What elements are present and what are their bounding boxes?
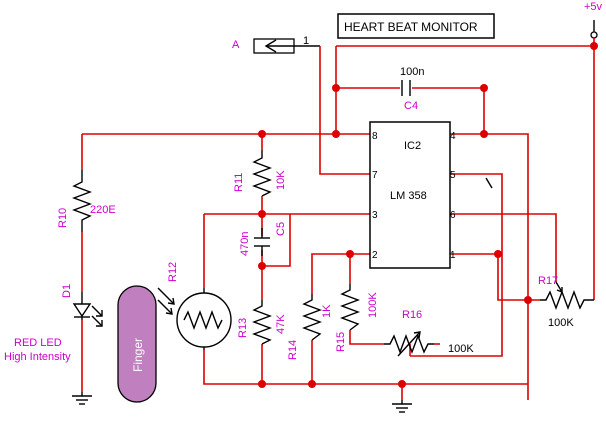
ic-part: LM 358 — [390, 190, 427, 202]
r17-ref: R17 — [538, 275, 558, 287]
capacitor-c5 — [254, 228, 270, 256]
ic-pin-8: 8 — [372, 131, 378, 142]
supply-terminal — [590, 31, 598, 39]
d1-desc-line1: RED LED — [14, 337, 62, 349]
resistor-r11 — [252, 150, 272, 197]
node-2 — [480, 84, 488, 92]
node-8 — [258, 262, 266, 270]
node-9 — [346, 250, 354, 258]
connector-label: A — [232, 39, 240, 51]
r16-value: 100K — [448, 343, 474, 355]
ground-symbol-main — [392, 400, 412, 413]
resistor-r15 — [340, 284, 360, 331]
r11-ref: R11 — [233, 173, 245, 192]
c4-ref: C4 — [404, 100, 418, 112]
c5-ref: C5 — [275, 222, 287, 236]
finger-shape — [117, 285, 157, 403]
node-6 — [590, 42, 598, 50]
r10-value: 220E — [90, 204, 116, 216]
title-box — [337, 13, 495, 39]
ic-pin-3: 3 — [372, 210, 378, 221]
resistor-r10 — [72, 170, 92, 232]
diagram-title: HEART BEAT MONITOR — [344, 20, 478, 34]
c5-value: 470n — [239, 232, 251, 256]
resistor-r14 — [302, 294, 322, 341]
ldr-r12 — [157, 287, 232, 350]
r13-ref: R13 — [237, 318, 249, 338]
ground-symbol-led — [72, 392, 92, 405]
ic-name: IC2 — [404, 140, 421, 152]
finger-label: Finger — [131, 338, 145, 372]
r14-value: 1K — [321, 304, 333, 318]
r11-value: 10K — [275, 170, 287, 190]
ic-body — [369, 121, 451, 269]
connector-pin: 1 — [303, 35, 309, 47]
node-4 — [258, 130, 266, 138]
r10-ref: R10 — [57, 208, 69, 228]
capacitor-c4 — [401, 80, 411, 96]
d1-desc-line2: High Intensity — [4, 351, 71, 363]
node-5 — [480, 130, 488, 138]
node-12 — [258, 380, 266, 388]
node-11 — [494, 250, 502, 258]
r16-ref: R16 — [402, 309, 422, 321]
node-3 — [332, 130, 340, 138]
node-14 — [398, 380, 406, 388]
node-1 — [332, 84, 340, 92]
node-10 — [524, 296, 532, 304]
node-7 — [258, 210, 266, 218]
ic-pin-4: 4 — [450, 131, 456, 142]
potentiometer-r16 — [384, 331, 434, 357]
r13-value: 47K — [275, 314, 287, 334]
r15-ref: R15 — [335, 332, 347, 352]
ic-pin-1: 1 — [450, 250, 456, 261]
ic-pin-5: 5 — [450, 170, 456, 181]
led-d1 — [72, 292, 103, 327]
d1-ref: D1 — [61, 284, 73, 298]
potentiometer-r17 — [540, 281, 594, 310]
r12-ref: R12 — [167, 262, 179, 282]
ic-pin-6: 6 — [450, 210, 456, 221]
r14-ref: R14 — [287, 340, 299, 360]
resistor-r13 — [252, 300, 272, 345]
c4-value: 100n — [400, 66, 424, 78]
r17-value: 100K — [548, 317, 574, 329]
node-13 — [308, 380, 316, 388]
ic-pin-2: 2 — [372, 250, 378, 261]
ic-pin-7: 7 — [372, 170, 378, 181]
r15-value: 100K — [367, 292, 379, 318]
supply-label: +5v — [584, 1, 603, 13]
